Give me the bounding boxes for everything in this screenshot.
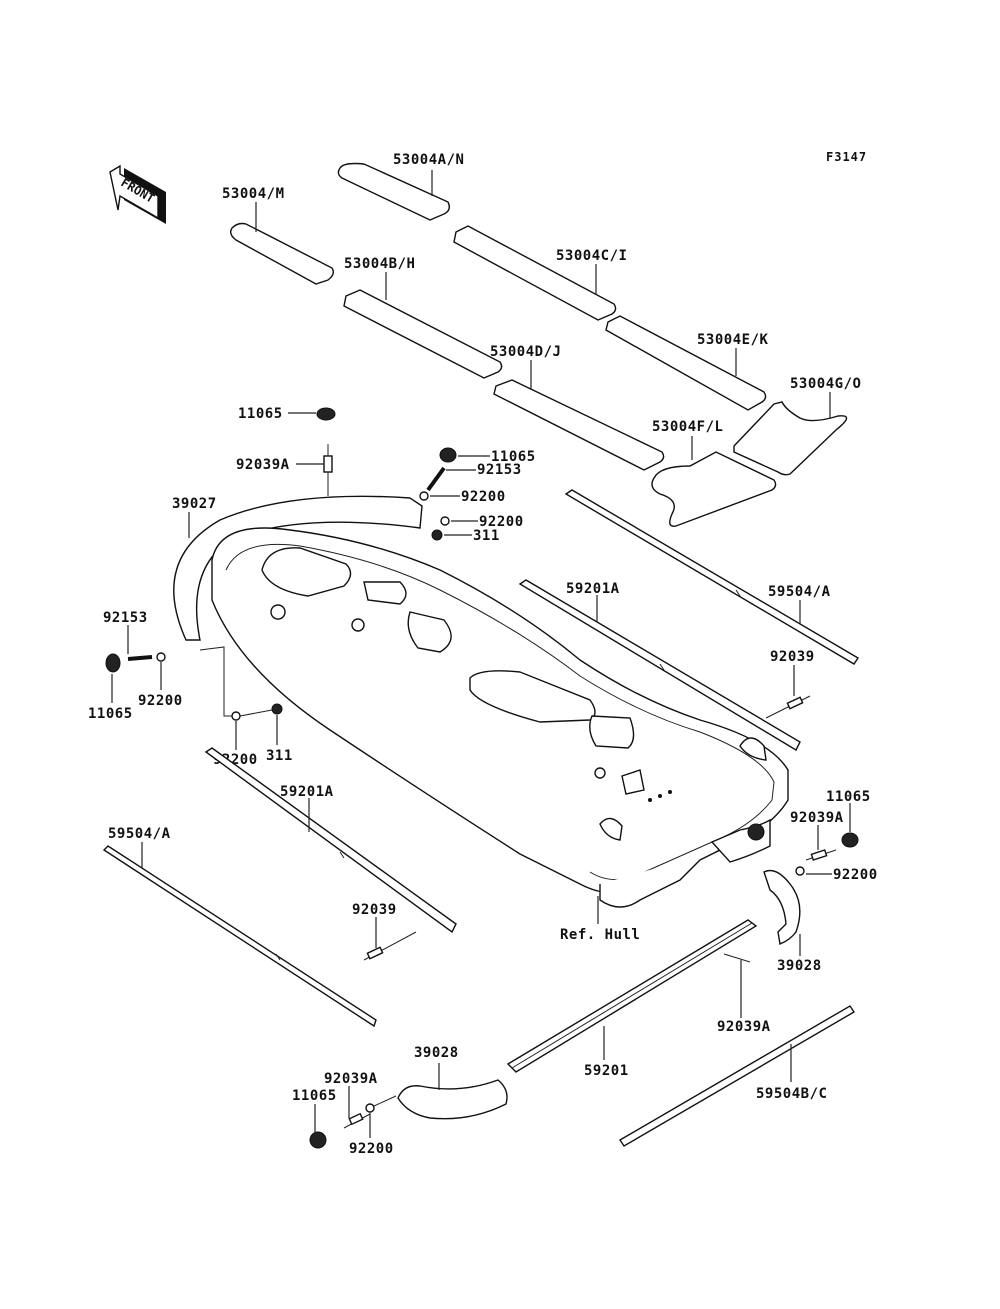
callout-11065-right: 11065 [826,789,871,805]
callout-92039a-right: 92039A [790,810,844,826]
callout-92200-left: 92200 [138,693,183,709]
washer-92200-top1[interactable]: 92200 [419,489,506,505]
callout-59201a-left: 59201A [280,784,334,800]
front-arrow-icon: FRONT [109,164,166,224]
callout-11065-top: 11065 [238,406,283,422]
callout-11065-bottom-left: 11065 [292,1088,337,1104]
rail-59201-bottom[interactable]: 59201 [506,919,758,1079]
mat-53004g-o[interactable]: 53004G/O [733,376,861,476]
callout-53004g-o: 53004G/O [790,376,861,392]
bolt-92153-left[interactable]: 92153 [103,610,153,661]
washer-92200-bottom-left[interactable]: 92200 [349,1095,397,1157]
callout-53004e-k: 53004E/K [697,332,769,348]
cap-11065-top[interactable]: 11065 [238,406,336,422]
callout-92200-bottom-left: 92200 [349,1141,394,1157]
mat-53004-m[interactable]: 53004/M [222,186,335,285]
callout-311-lower-left: 311 [266,748,293,764]
mat-53004b-h[interactable]: 53004B/H [343,256,503,379]
cap-11065-right[interactable]: 11065 [826,789,871,848]
rivet-92039a-right[interactable]: 92039A [790,810,844,861]
callout-39027: 39027 [172,496,217,512]
rivet-92039a-bottom-right[interactable]: 92039A [717,953,771,1035]
washer-92200-top2[interactable]: 92200 [440,514,524,530]
washer-92200-left[interactable]: 92200 [138,652,183,709]
rail-59201a-right[interactable]: 59201A [518,579,801,751]
callout-11065-left: 11065 [88,706,133,722]
callout-53004f-l: 53004F/L [652,419,723,435]
callout-92039a-top: 92039A [236,457,290,473]
callout-59201a-right: 59201A [566,581,620,597]
callout-53004b-h: 53004B/H [344,256,415,272]
callout-92039-right: 92039 [770,649,815,665]
mat-53004f-l[interactable]: 53004F/L [651,419,777,527]
callout-59504a-right: 59504/A [768,584,831,600]
hull-body: Ref. Hull [211,527,789,943]
mat-53004a-n[interactable]: 53004A/N [337,152,464,221]
callout-53004a-n: 53004A/N [393,152,464,168]
rail-59201a-left[interactable]: 59201A [204,747,457,934]
cap-11065-left[interactable]: 11065 [88,653,133,722]
nut-311-top[interactable]: 311 [431,528,500,544]
callout-92153-top: 92153 [477,462,522,478]
figure-id: F3147 [826,150,867,164]
bumper-39028-right[interactable]: 39028 [763,869,822,975]
callout-53004d-j: 53004D/J [490,344,561,360]
callout-92153-left: 92153 [103,610,148,626]
callout-39028-right: 39028 [777,958,822,974]
cap-11065-upper-right[interactable]: 11065 [439,447,536,465]
rivet-92039-right[interactable]: 92039 [765,649,815,719]
callout-53004c-i: 53004C/I [556,248,627,264]
bumper-39028-bottom[interactable]: 39028 [397,1045,508,1120]
mat-53004c-i[interactable]: 53004C/I [453,225,627,321]
washer-92200-right[interactable]: 92200 [795,866,878,883]
rivet-92039-left[interactable]: 92039 [352,902,417,961]
rivet-92039a-top[interactable]: 92039A [236,444,333,496]
callout-92200-top1: 92200 [461,489,506,505]
callout-92039a-bottom-left: 92039A [324,1071,378,1087]
bolt-92153-top[interactable]: 92153 [426,462,522,492]
callout-92200-right: 92200 [833,867,878,883]
strip-59504a-right[interactable]: 59504/A [564,489,859,665]
callout-11065-upper-right: 11065 [491,449,536,465]
callout-53004-m: 53004/M [222,186,285,202]
callout-92200-top2: 92200 [479,514,524,530]
mat-53004d-j[interactable]: 53004D/J [490,344,665,471]
reference-hull-label: Ref. Hull [560,927,640,943]
cap-11065-bottom-left[interactable]: 11065 [292,1088,337,1149]
nut-311-lower-left[interactable]: 311 [239,703,293,764]
strip-59504bc[interactable]: 59504B/C [619,1005,855,1147]
strip-59504a-left[interactable]: 59504/A [102,826,377,1028]
callout-59504bc: 59504B/C [756,1086,827,1102]
callout-92039a-bottom-right: 92039A [717,1019,771,1035]
callout-39028-bottom: 39028 [414,1045,459,1061]
mat-53004e-k[interactable]: 53004E/K [605,315,769,411]
callout-92039-left: 92039 [352,902,397,918]
callout-59201-bottom: 59201 [584,1063,629,1079]
rivet-92039a-bottom-left[interactable]: 92039A [324,1071,378,1129]
callout-59504a-left: 59504/A [108,826,171,842]
callout-311-top: 311 [473,528,500,544]
